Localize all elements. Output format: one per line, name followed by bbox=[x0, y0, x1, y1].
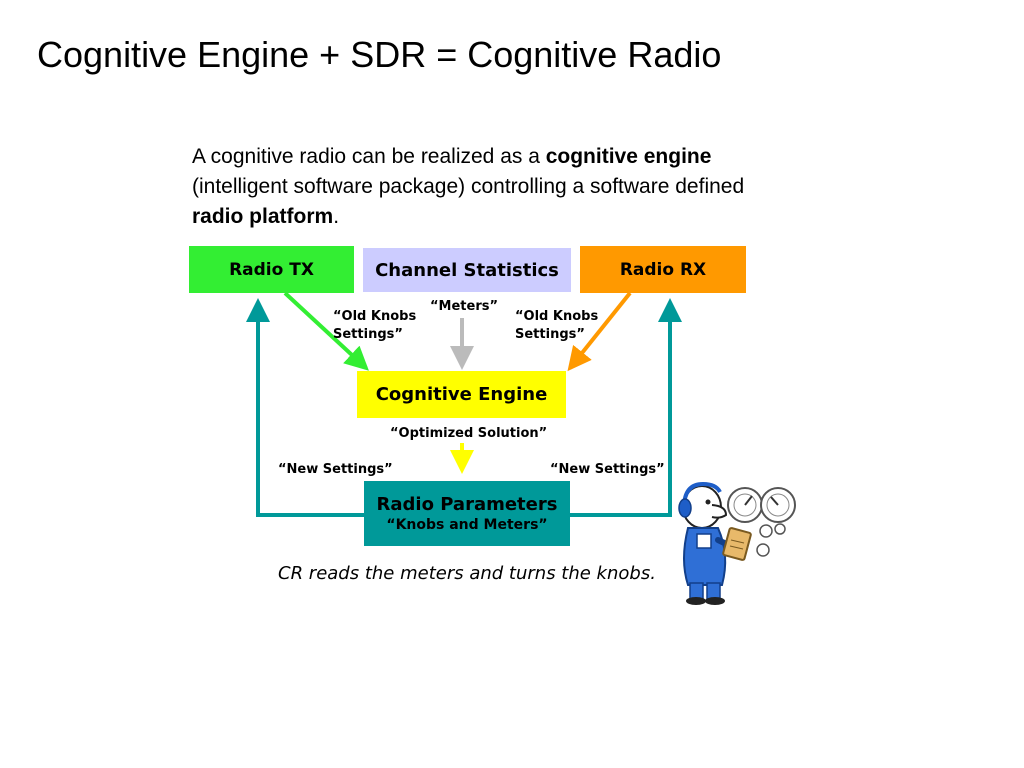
radio-tx-box: Radio TX bbox=[189, 246, 354, 293]
label-new-settings-right: “New Settings” bbox=[550, 462, 665, 477]
engineer-illustration bbox=[678, 481, 796, 605]
radio-parameters-box: Radio Parameters “Knobs and Meters” bbox=[364, 481, 570, 546]
intro-text-3: . bbox=[333, 205, 340, 228]
label-old-knobs-right: “Old Knobs Settings” bbox=[515, 309, 599, 342]
arrow-parameters-to-tx bbox=[246, 298, 365, 517]
radio-parameters-title: Radio Parameters bbox=[376, 494, 558, 515]
arrow-parameters-to-rx bbox=[570, 298, 682, 517]
arrow-rx-to-engine bbox=[567, 291, 632, 372]
radio-parameters-subtitle: “Knobs and Meters” bbox=[386, 517, 548, 533]
channel-statistics-box: Channel Statistics bbox=[363, 248, 571, 292]
intro-bold-cognitive-engine: cognitive engine bbox=[545, 145, 712, 168]
intro-bold-radio-platform: radio platform bbox=[192, 205, 334, 228]
label-meters: “Meters” bbox=[430, 299, 499, 314]
radio-rx-box: Radio RX bbox=[580, 246, 746, 293]
intro-text-2: (intelligent software package) controlli… bbox=[192, 175, 745, 198]
slide-title: Cognitive Engine + SDR = Cognitive Radio bbox=[37, 34, 722, 75]
diagram-caption: CR reads the meters and turns the knobs. bbox=[278, 563, 656, 584]
label-old-knobs-left: “Old Knobs Settings” bbox=[333, 309, 417, 342]
label-new-settings-left: “New Settings” bbox=[278, 462, 393, 477]
cognitive-engine-box: Cognitive Engine bbox=[357, 371, 566, 418]
intro-paragraph: A cognitive radio can be realized as a c… bbox=[192, 142, 792, 232]
intro-text-1: A cognitive radio can be realized as a bbox=[192, 145, 546, 168]
arrow-tx-to-engine bbox=[283, 291, 369, 371]
label-optimized-solution: “Optimized Solution” bbox=[390, 426, 548, 441]
